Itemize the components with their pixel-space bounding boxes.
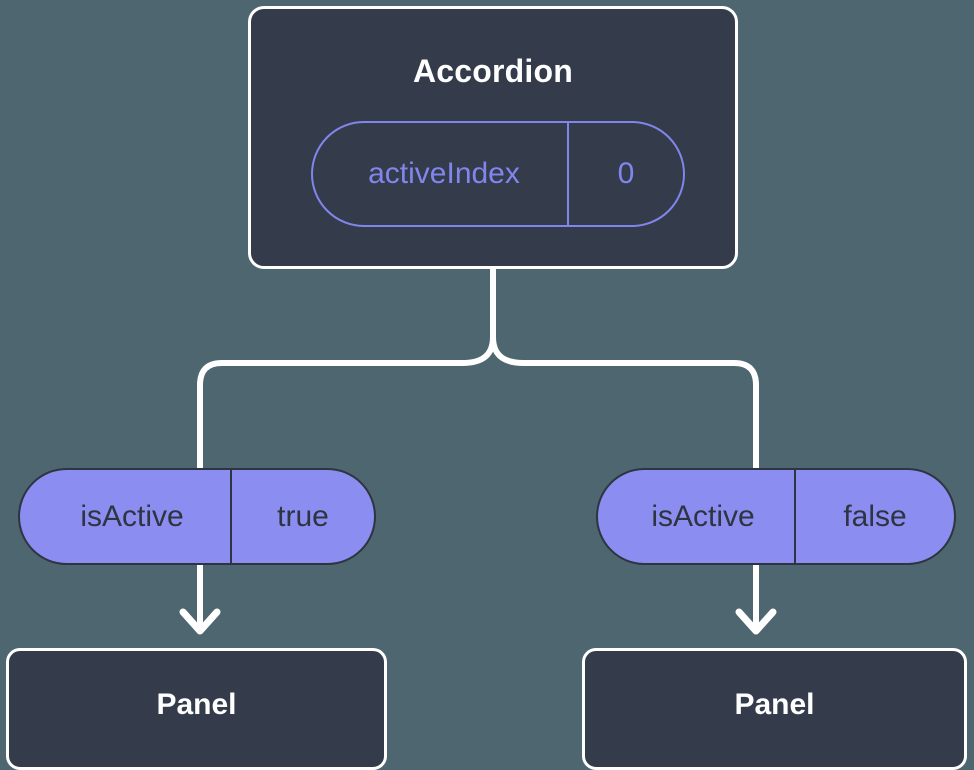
panel-title-right: Panel: [734, 688, 815, 721]
arrow-head-right-icon: [735, 608, 777, 635]
prop-pill-panel-right[interactable]: isActive false: [596, 468, 956, 565]
prop-key-right: isActive: [651, 499, 755, 533]
panel-title-left: Panel: [156, 688, 237, 721]
accordion-title: Accordion: [412, 53, 574, 89]
connector-fork-left: [197, 334, 496, 473]
connector-fork-right: [490, 334, 759, 473]
prop-pill-panel-left[interactable]: isActive true: [18, 468, 376, 565]
prop-divider-right: [794, 470, 796, 563]
prop-key-left: isActive: [80, 499, 184, 533]
prop-value-left: true: [277, 499, 329, 533]
accordion-state-divider: [567, 123, 569, 225]
accordion-state-key: activeIndex: [368, 157, 520, 190]
accordion-state-value: 0: [617, 157, 635, 190]
panel-component-card-right[interactable]: Panel: [582, 648, 967, 770]
accordion-component-card[interactable]: Accordion activeIndex 0: [248, 6, 738, 269]
panel-component-card-left[interactable]: Panel: [6, 648, 387, 770]
accordion-state-pill[interactable]: activeIndex 0: [311, 121, 685, 227]
arrow-head-left-icon: [179, 608, 221, 635]
prop-divider-left: [230, 470, 232, 563]
prop-value-right: false: [843, 499, 907, 533]
